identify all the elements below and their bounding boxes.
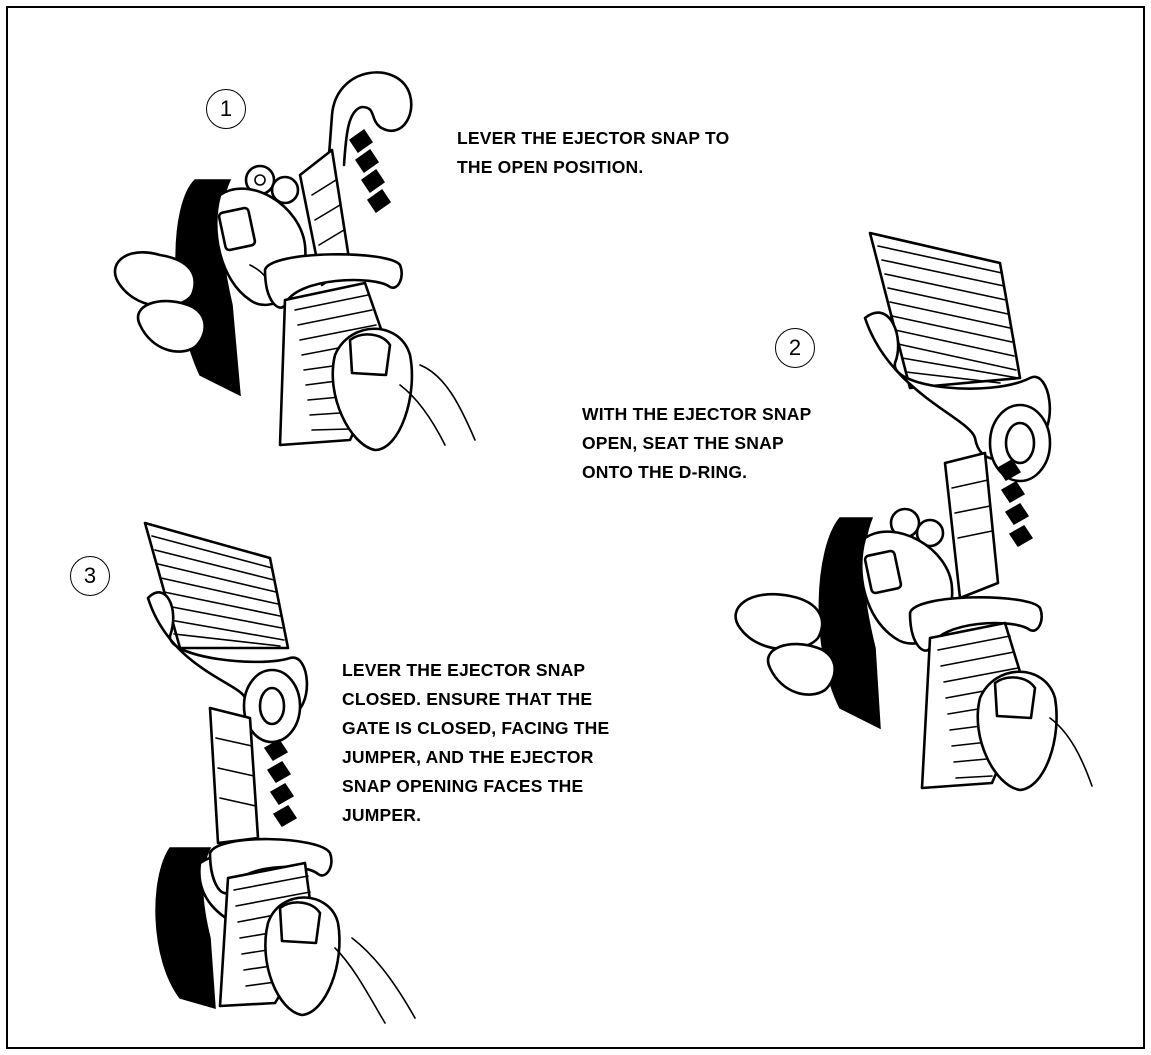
- step-1-illustration-hand-opening-ejector-snap: [100, 55, 490, 450]
- step-3-illustration-ejector-snap-closed: [140, 518, 425, 1028]
- step-2-illustration-seating-snap-on-d-ring: [730, 228, 1110, 793]
- step-1-instruction: LEVER THE EJECTOR SNAP TO THE OPEN POSIT…: [457, 124, 729, 182]
- step-3-number: 3: [70, 556, 110, 596]
